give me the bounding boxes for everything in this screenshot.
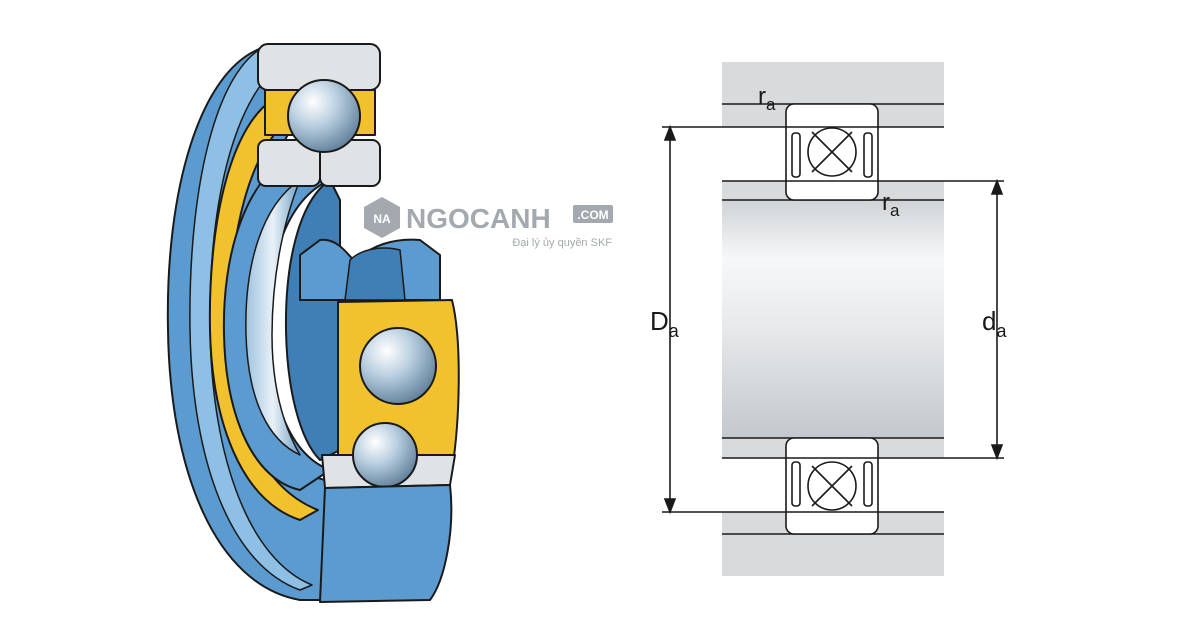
- lower-ball-symbol: [807, 461, 857, 511]
- outer-ring-face: [189, 47, 313, 591]
- watermark-tagline: Đại lý ủy quyền SKF: [512, 237, 612, 249]
- watermark-domain-box: [573, 205, 613, 223]
- cutaway-inner-groove: [344, 247, 406, 301]
- watermark-logo: [364, 197, 400, 238]
- label-Da: Da: [650, 306, 680, 341]
- watermark: NA NGOCANH .COM Đại lý ủy quyền SKF: [364, 197, 613, 249]
- shaft-bore: [722, 200, 944, 438]
- watermark-domain: .COM: [577, 208, 608, 222]
- bearing-3d: [166, 43, 460, 603]
- label-ra-top: ra: [758, 83, 776, 114]
- label-da: da: [982, 306, 1007, 341]
- inner-ring-rear: [284, 179, 341, 461]
- bearing-section-drawing: ra ra Da da: [650, 62, 1007, 576]
- middle-ball: [359, 327, 437, 405]
- upper-ball-symbol: [807, 127, 857, 177]
- watermark-logo-letters: NA: [373, 212, 391, 226]
- cutaway-outer-ring-body: [319, 484, 453, 603]
- label-ra-inner: ra: [882, 189, 900, 220]
- lower-ball: [352, 422, 418, 488]
- inner-ring-bore: [245, 179, 301, 456]
- top-ball: [287, 79, 361, 153]
- watermark-brand: NGOCANH: [406, 203, 551, 234]
